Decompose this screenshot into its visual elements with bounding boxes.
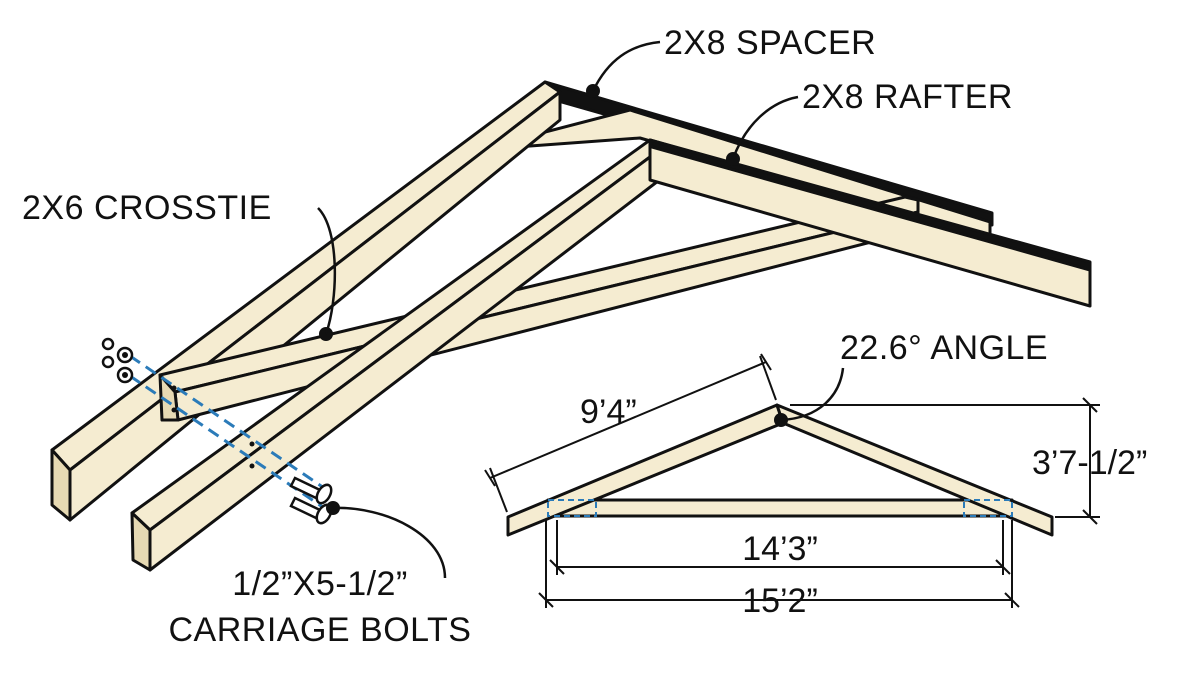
- bolts-label-line1: 1/2”X5-1/2”: [232, 565, 408, 603]
- inner-span-dimension: 14’3”: [742, 530, 818, 568]
- bolts-leader: [332, 506, 447, 579]
- outer-span-dimension: 15’2”: [742, 582, 818, 620]
- elevation-crosstie: [546, 498, 1014, 518]
- rafter-label: 2X8 RAFTER: [802, 78, 1013, 116]
- spacer-label: 2X8 SPACER: [664, 24, 876, 62]
- spacer-board: [474, 108, 992, 242]
- spacer-leader: [591, 40, 661, 92]
- bolt-holes: [171, 385, 255, 469]
- rafter-leader: [731, 95, 799, 160]
- rise-dimension: 3’7-1/2”: [1032, 444, 1147, 482]
- carriage-bolts: [289, 476, 333, 525]
- bolts-label-line2: CARRIAGE BOLTS: [169, 611, 472, 649]
- nuts-and-washers: [101, 337, 134, 384]
- crosstie-label: 2X6 CROSSTIE: [22, 189, 272, 227]
- crosstie-leader: [317, 207, 337, 335]
- truss-3d-view: [50, 40, 1092, 579]
- elevation-left-bolt-zone: [547, 499, 597, 517]
- rafter-length-dimension: 9’4”: [580, 393, 637, 431]
- angle-label: 22.6° ANGLE: [840, 329, 1048, 367]
- bolt-path-upper: [129, 354, 331, 494]
- elevation-right-bolt-zone: [963, 499, 1013, 517]
- angle-leader: [780, 367, 845, 422]
- truss-elevation-view: [484, 353, 1100, 608]
- rafter-length-dim-line: [489, 361, 767, 479]
